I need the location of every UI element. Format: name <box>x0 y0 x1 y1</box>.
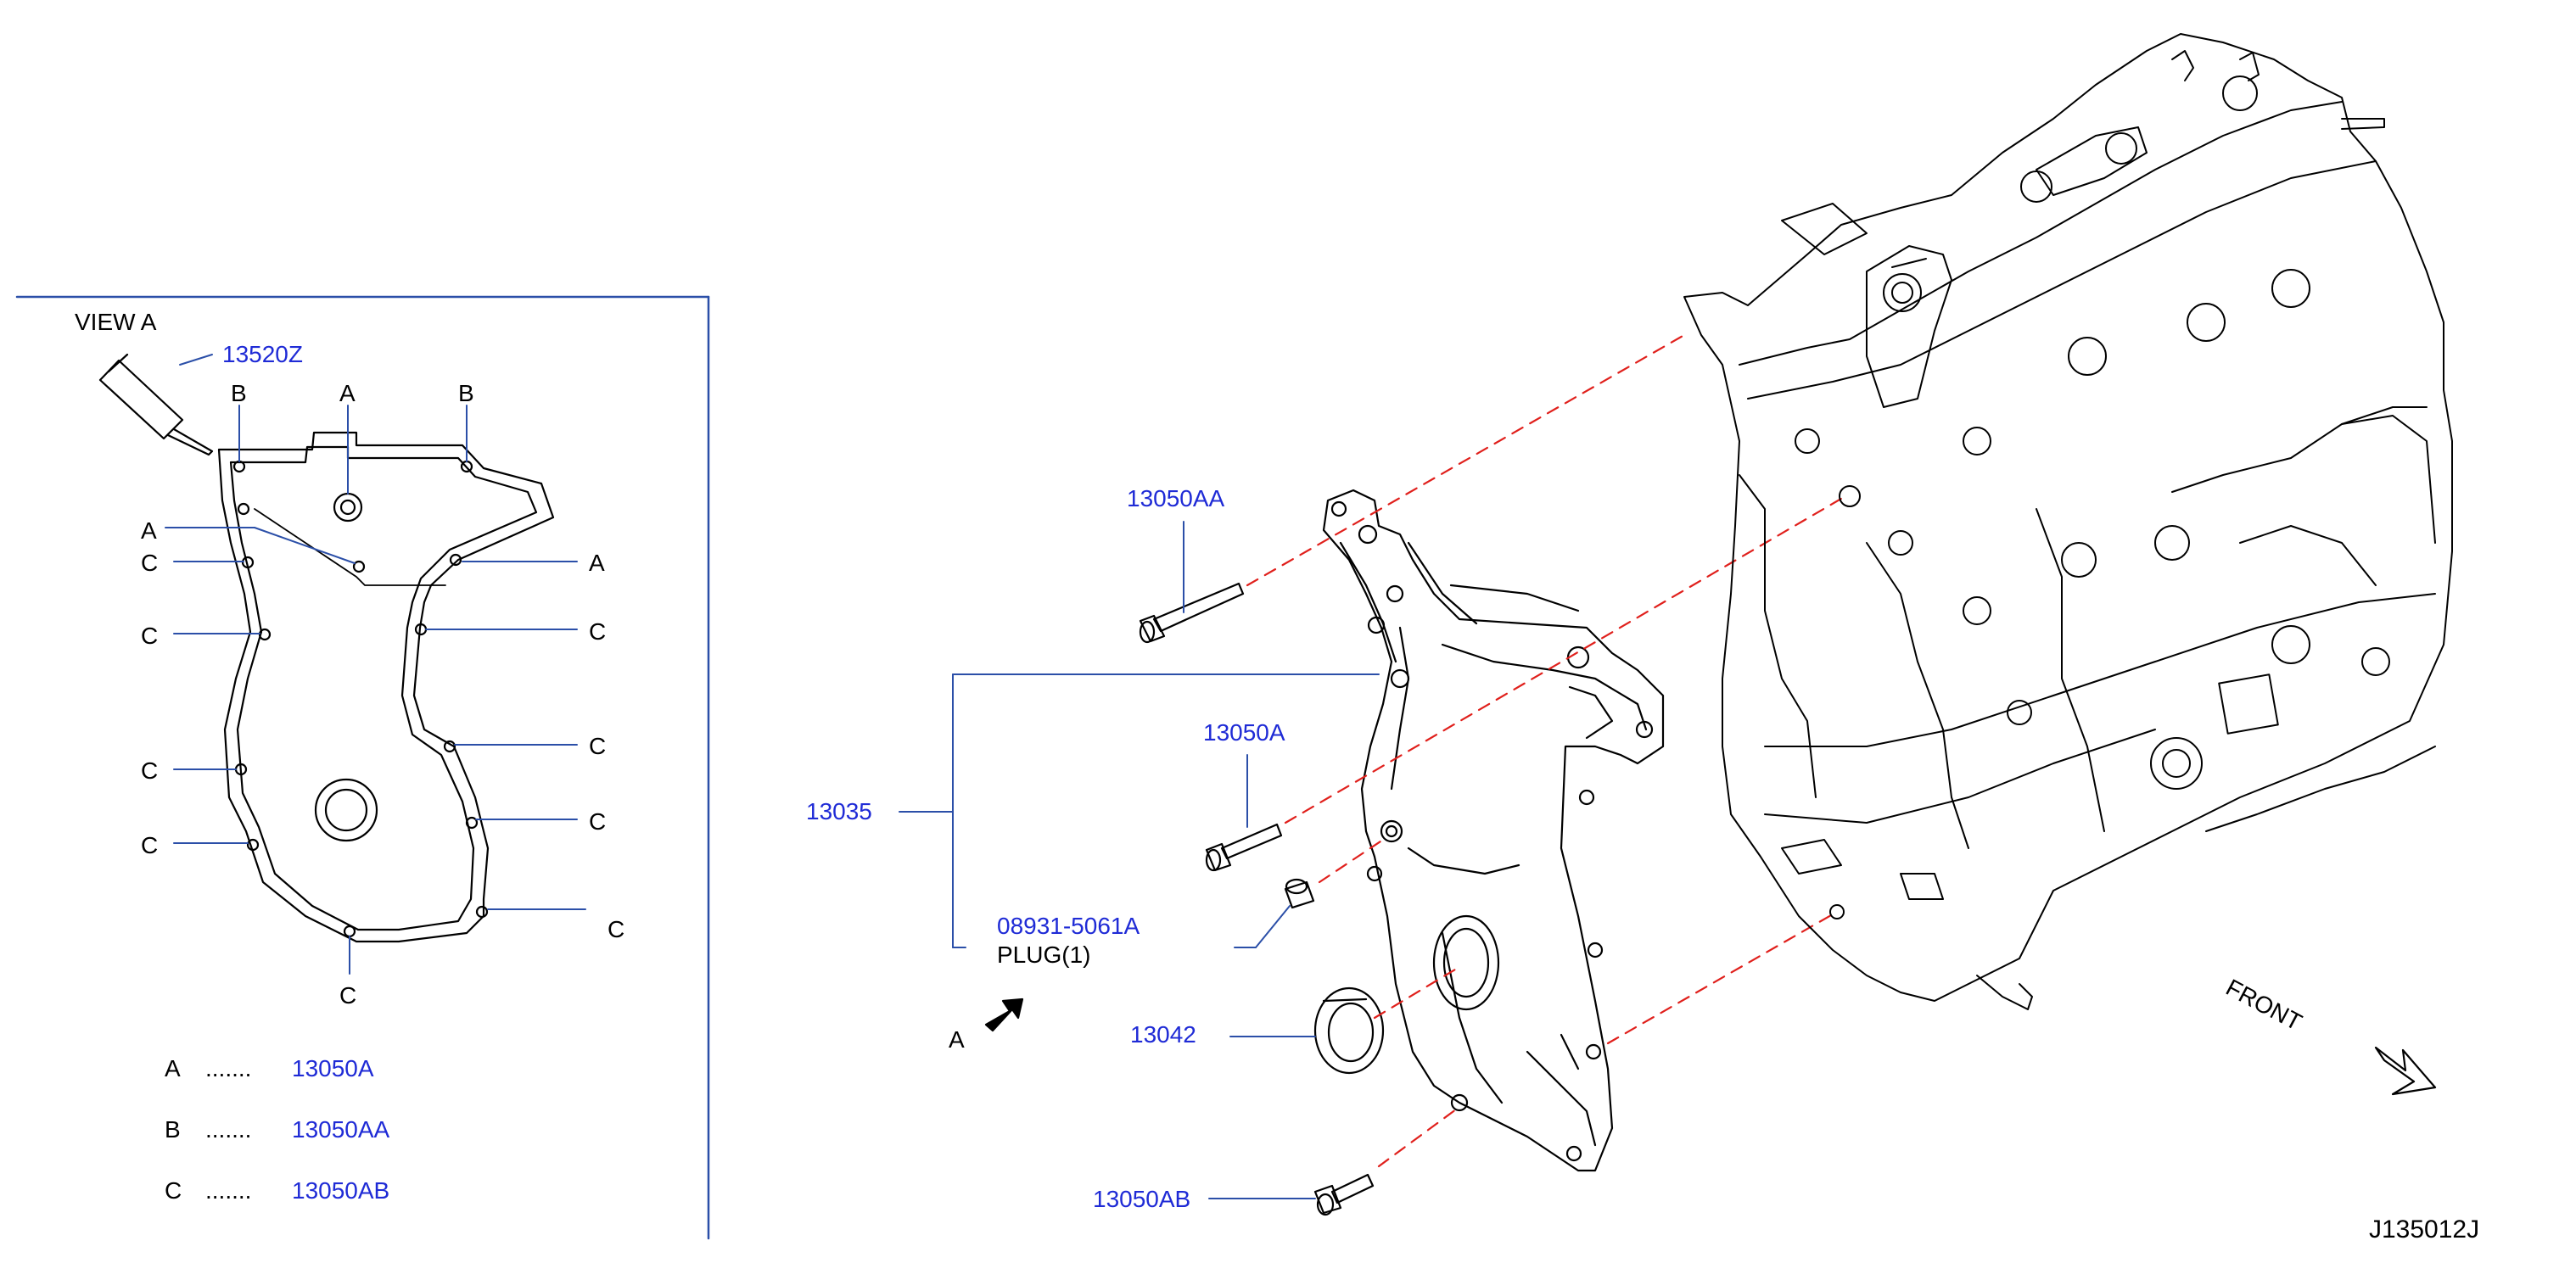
sealant-tube-icon <box>98 353 214 456</box>
front-arrow-icon <box>2374 1046 2437 1096</box>
part-label-13050aa[interactable]: 13050AA <box>1127 485 1225 511</box>
view-title: VIEW A <box>75 309 157 335</box>
legend-part-c[interactable]: 13050AB <box>292 1177 390 1204</box>
legend-part-b[interactable]: 13050AA <box>292 1116 390 1143</box>
view-a-arrow-icon <box>984 998 1024 1032</box>
gasket-outline-view-a <box>217 431 555 943</box>
marker-c-8: C <box>608 916 625 942</box>
part-label-13042[interactable]: 13042 <box>1130 1021 1196 1048</box>
part-label-13520z[interactable]: 13520Z <box>222 341 303 367</box>
marker-a-3: A <box>589 550 605 576</box>
legend-key-b: B <box>165 1116 181 1143</box>
legend-key-c: C <box>165 1177 182 1204</box>
legend-key-a: A <box>165 1055 181 1081</box>
marker-b-1: B <box>231 380 247 406</box>
marker-c-3: C <box>589 618 607 645</box>
oil-seal-drawing <box>1313 986 1385 1075</box>
marker-c-5: C <box>589 733 607 759</box>
part-label-08931-5061a[interactable]: 08931-5061A <box>997 913 1140 939</box>
diagram-id: J135012J <box>2369 1215 2480 1243</box>
marker-c-4: C <box>141 757 159 784</box>
engine-block-drawing <box>1683 33 2453 1010</box>
marker-c-9: C <box>339 982 357 1009</box>
marker-c-7: C <box>589 808 607 835</box>
plug-drawing <box>1284 878 1315 909</box>
legend-part-a[interactable]: 13050A <box>292 1055 374 1081</box>
timing-chain-cover-drawing <box>1322 489 1665 1172</box>
bolt-13050ab-drawing <box>1313 1173 1375 1216</box>
legend-dots-b: ....... <box>205 1116 252 1143</box>
bolt-13050a-drawing <box>1205 823 1283 872</box>
marker-c-6: C <box>141 832 159 858</box>
marker-a-2: A <box>141 517 157 544</box>
part-label-13050ab[interactable]: 13050AB <box>1093 1186 1191 1212</box>
legend-dots-c: ....... <box>205 1177 252 1204</box>
part-label-13050a[interactable]: 13050A <box>1203 719 1285 746</box>
marker-a-1: A <box>339 380 356 406</box>
view-a-arrow-label: A <box>949 1026 965 1053</box>
part-label-13035[interactable]: 13035 <box>806 798 872 824</box>
marker-c-1: C <box>141 550 159 576</box>
plug-name-label: PLUG(1) <box>997 942 1091 968</box>
marker-c-2: C <box>141 623 159 649</box>
legend-dots-a: ....... <box>205 1055 252 1081</box>
marker-b-2: B <box>458 380 474 406</box>
bolt-13050aa-drawing <box>1139 582 1245 644</box>
